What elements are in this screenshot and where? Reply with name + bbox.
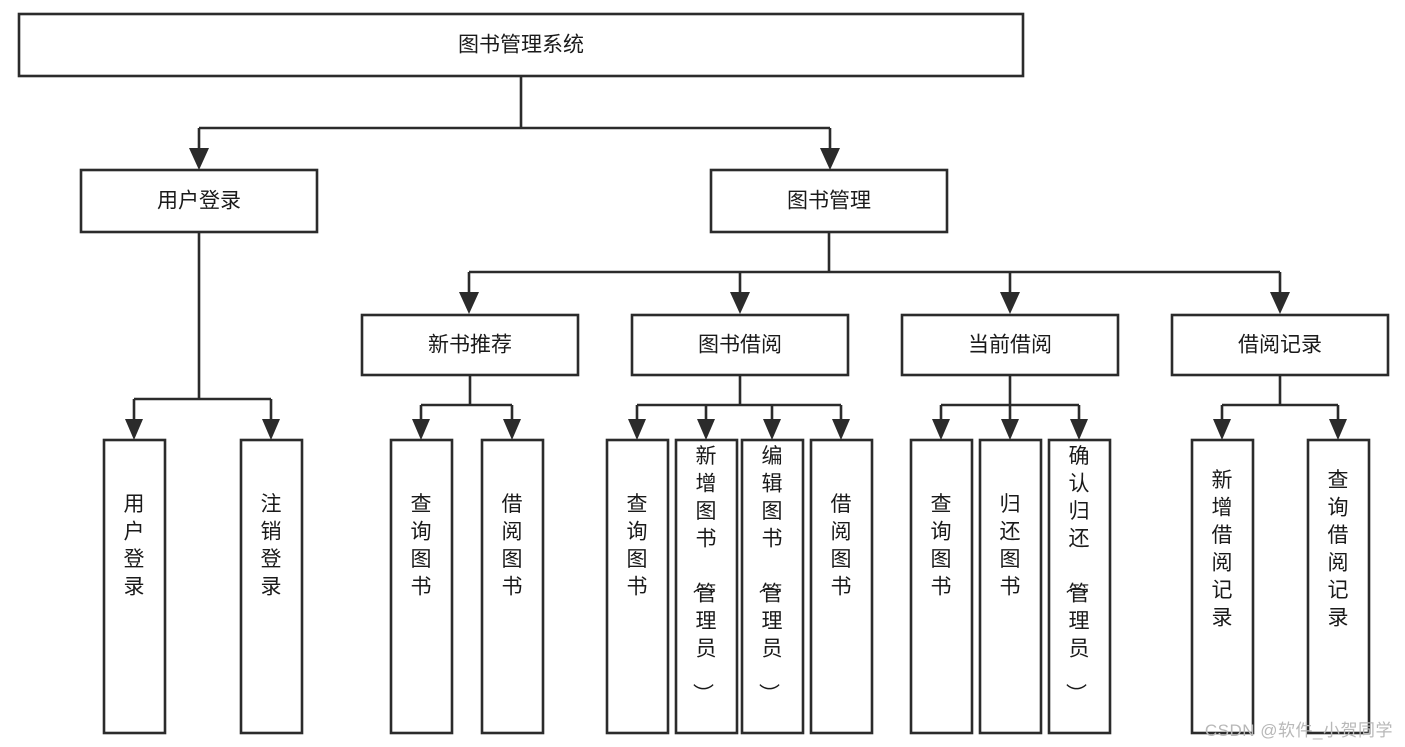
node-leaf-logout-login[interactable]: 注销登录 [239, 438, 304, 735]
arrow-to-new-book-rec [459, 292, 479, 314]
node-user-login[interactable]: 用户登录 [79, 168, 319, 234]
connector-new-book-rec-bus [419, 375, 514, 419]
arrow-to-leaf-logout-login [262, 419, 280, 440]
node-leaf-query-book-2-label: 查询图书 [627, 493, 648, 599]
node-leaf-edit-book[interactable]: 编辑图书（管理员） [740, 438, 805, 735]
node-new-book-rec-label: 新书推荐 [428, 334, 512, 357]
node-book-borrow-label: 图书借阅 [698, 334, 782, 357]
arrow-to-leaf-borrow-book-1 [503, 419, 521, 440]
arrow-to-leaf-add-book [697, 419, 715, 440]
connector-borrow-record-bus [1220, 375, 1340, 419]
arrow-to-leaf-edit-book [763, 419, 781, 440]
node-new-book-rec[interactable]: 新书推荐 [360, 313, 580, 377]
arrow-to-leaf-query-book-2 [628, 419, 646, 440]
node-user-login-label: 用户登录 [157, 190, 241, 213]
node-borrow-record-label: 借阅记录 [1238, 334, 1322, 357]
arrow-to-leaf-add-record [1213, 419, 1231, 440]
node-leaf-query-book-3-label: 查询图书 [931, 493, 952, 599]
arrow-to-leaf-return-book [1001, 419, 1019, 440]
arrow-to-current-borrow [1000, 292, 1020, 314]
arrow-to-leaf-query-book-3 [932, 419, 950, 440]
arrow-to-book-borrow [730, 292, 750, 314]
node-leaf-confirm-return-label: 确认归还（管理员） [1064, 445, 1090, 704]
node-leaf-borrow-book-2-label: 借阅图书 [831, 493, 852, 599]
node-leaf-add-book-label: 新增图书（管理员） [691, 445, 717, 704]
node-leaf-query-book-1[interactable]: 查询图书 [389, 438, 454, 735]
csdn-watermark: CSDN @软件_小贺同学 [1204, 721, 1393, 740]
node-book-borrow[interactable]: 图书借阅 [630, 313, 850, 377]
node-current-borrow-label: 当前借阅 [968, 334, 1052, 357]
connector-book-borrow-bus [635, 375, 843, 419]
connector-current-borrow-bus [939, 375, 1081, 419]
node-current-borrow[interactable]: 当前借阅 [900, 313, 1120, 377]
node-leaf-borrow-book-1-label: 借阅图书 [502, 493, 523, 599]
node-leaf-query-book-3[interactable]: 查询图书 [909, 438, 974, 735]
node-leaf-add-book[interactable]: 新增图书（管理员） [674, 438, 739, 735]
node-leaf-logout-login-label: 注销登录 [261, 493, 282, 599]
node-leaf-borrow-book-1[interactable]: 借阅图书 [480, 438, 545, 735]
node-leaf-borrow-book-2[interactable]: 借阅图书 [809, 438, 874, 735]
node-root-label: 图书管理系统 [458, 34, 584, 57]
connector-layer [125, 76, 1347, 440]
node-leaf-user-login-label: 用户登录 [124, 493, 145, 599]
connector-book-manage-bus [467, 232, 1282, 292]
connector-user-login-bus [132, 232, 273, 419]
node-leaf-query-record-label: 查询借阅记录 [1328, 469, 1349, 630]
node-leaf-add-record-label: 新增借阅记录 [1212, 469, 1233, 630]
node-leaf-query-book-1-label: 查询图书 [411, 493, 432, 599]
node-leaf-confirm-return[interactable]: 确认归还（管理员） [1047, 438, 1112, 735]
arrow-to-leaf-query-book-1 [412, 419, 430, 440]
node-leaf-query-book-2[interactable]: 查询图书 [605, 438, 670, 735]
arrow-to-borrow-record [1270, 292, 1290, 314]
node-leaf-user-login[interactable]: 用户登录 [102, 438, 167, 735]
node-leaf-query-record[interactable]: 查询借阅记录 [1306, 438, 1371, 735]
arrow-to-user-login [189, 148, 209, 170]
node-leaf-return-book[interactable]: 归还图书 [978, 438, 1043, 735]
node-leaf-return-book-label: 归还图书 [1000, 493, 1021, 599]
node-leaf-edit-book-label: 编辑图书（管理员） [757, 445, 783, 704]
node-root[interactable]: 图书管理系统 [17, 12, 1025, 78]
arrow-to-leaf-user-login [125, 419, 143, 440]
connector-root-bus [197, 76, 832, 148]
arrow-to-book-manage [820, 148, 840, 170]
node-book-manage[interactable]: 图书管理 [709, 168, 949, 234]
arrow-to-leaf-confirm-return [1070, 419, 1088, 440]
arrow-to-leaf-query-record [1329, 419, 1347, 440]
node-leaf-add-record[interactable]: 新增借阅记录 [1190, 438, 1255, 735]
arrow-to-leaf-borrow-book-2 [832, 419, 850, 440]
node-borrow-record[interactable]: 借阅记录 [1170, 313, 1390, 377]
node-book-manage-label: 图书管理 [787, 190, 871, 213]
